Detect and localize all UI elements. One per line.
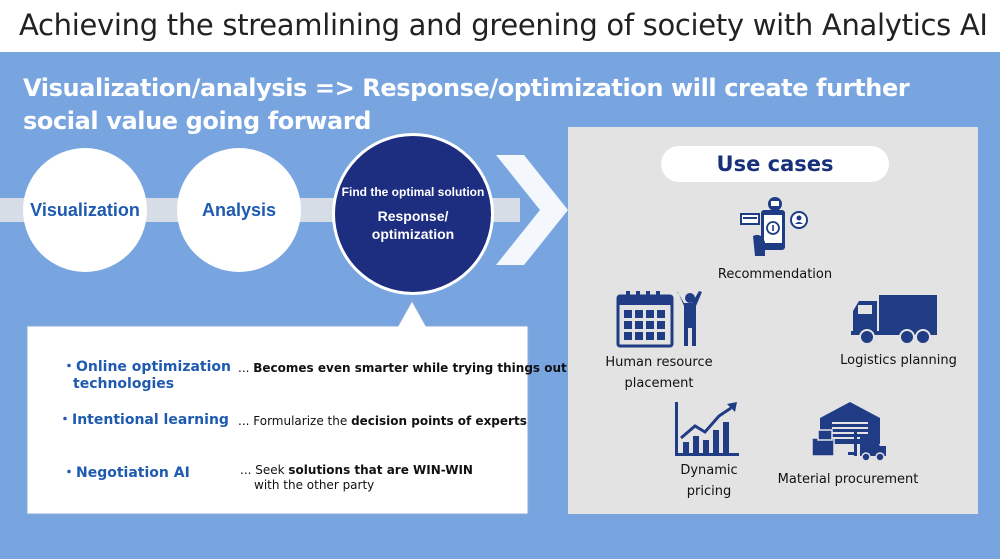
tech-item-online-optimization: ・Online optimization technologies bbox=[62, 359, 231, 393]
rising-chart-icon bbox=[675, 402, 739, 456]
use-case-material-procurement: Material procurement bbox=[777, 472, 919, 487]
stage-visualization-label: Visualization bbox=[30, 199, 140, 220]
tech-desc-bold: solutions that are WIN-WIN bbox=[288, 463, 473, 477]
use-case-recommendation: Recommendation bbox=[717, 267, 833, 282]
technology-callout bbox=[26, 300, 529, 515]
stage-visualization: Visualization bbox=[23, 148, 147, 272]
use-case-pricing-line1: Dynamic bbox=[680, 463, 738, 478]
tech-desc-prefix: ... Seek bbox=[240, 463, 289, 477]
tech-desc-online-optimization: ... Becomes even smarter while trying th… bbox=[238, 361, 567, 376]
tech-bullet: ・ bbox=[62, 465, 76, 481]
tech-desc-line2: with the other party bbox=[254, 478, 375, 492]
stage-optimization-line2: optimization bbox=[371, 226, 455, 242]
use-cases-heading: Use cases bbox=[661, 146, 889, 182]
use-case-hr-line2: placement bbox=[624, 376, 694, 391]
tech-desc-bold: decision points of experts bbox=[351, 414, 527, 428]
stage-analysis: Analysis bbox=[177, 148, 301, 272]
stage-optimization-caption: Find the optimal solution bbox=[341, 185, 485, 199]
warehouse-forklift-icon bbox=[811, 402, 886, 462]
chevron-right-icon bbox=[496, 155, 568, 265]
tech-bullet: ・ bbox=[62, 359, 76, 375]
stage-optimization-line1: Response/ bbox=[377, 208, 449, 224]
use-case-dynamic-pricing: Dynamic pricing bbox=[655, 460, 763, 502]
tech-name-line2: technologies bbox=[73, 376, 175, 392]
tech-desc-bold: Becomes even smarter while trying things… bbox=[253, 361, 567, 375]
use-case-hr-placement: Human resource placement bbox=[585, 352, 733, 394]
use-case-hr-line1: Human resource bbox=[605, 355, 713, 370]
calendar-person-icon bbox=[616, 291, 702, 348]
tech-desc-intentional-learning: ... Formularize the decision points of e… bbox=[238, 414, 527, 429]
tech-item-intentional-learning: ・Intentional learning bbox=[58, 412, 229, 429]
tech-name: Intentional learning bbox=[72, 412, 229, 428]
page-title: Achieving the streamlining and greening … bbox=[19, 8, 988, 42]
tech-name: Negotiation AI bbox=[76, 465, 190, 481]
smartphone-recommendation-icon bbox=[740, 197, 808, 256]
stage-optimization: Find the optimal solution Response/ opti… bbox=[332, 133, 494, 295]
tech-desc-negotiation-ai: ... Seek solutions that are WIN-WIN with… bbox=[240, 463, 473, 493]
tech-name: Online optimization bbox=[76, 359, 231, 375]
use-case-logistics: Logistics planning bbox=[840, 353, 957, 368]
tech-desc-prefix: ... Formularize the bbox=[238, 414, 352, 428]
use-case-pricing-line2: pricing bbox=[686, 484, 732, 499]
headline: Visualization/analysis => Response/optim… bbox=[23, 74, 910, 135]
tech-desc-prefix: ... bbox=[238, 361, 254, 375]
tech-bullet: ・ bbox=[58, 412, 72, 428]
tech-item-negotiation-ai: ・Negotiation AI bbox=[62, 465, 190, 482]
stage-analysis-label: Analysis bbox=[201, 199, 277, 220]
truck-icon bbox=[851, 295, 937, 345]
